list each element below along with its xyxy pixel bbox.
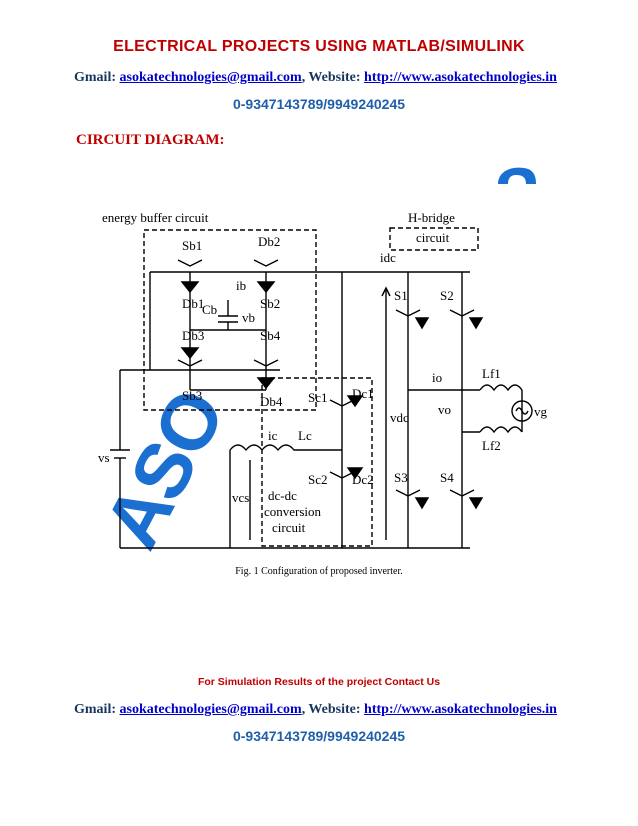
label-idc: idc <box>380 250 396 265</box>
footer-website-link[interactable]: http://www.asokatechnologies.in <box>364 702 557 717</box>
label-s3: S3 <box>394 470 408 485</box>
footer-gmail-label: Gmail: <box>74 702 120 717</box>
label-s2: S2 <box>440 288 454 303</box>
label-lc: Lc <box>298 428 312 443</box>
header-contact-line: Gmail: asokatechnologies@gmail.com, Webs… <box>74 70 557 86</box>
label-dcdc-1: dc-dc <box>268 488 297 503</box>
page-title: ELECTRICAL PROJECTS USING MATLAB/SIMULIN… <box>113 38 525 55</box>
label-energy-buffer: energy buffer circuit <box>102 210 209 225</box>
label-ic: ic <box>268 428 278 443</box>
label-sc1: Sc1 <box>308 390 328 405</box>
section-heading: CIRCUIT DIAGRAM: <box>76 132 225 148</box>
label-hbridge-2: circuit <box>416 230 450 245</box>
label-sb2: Sb2 <box>260 296 280 311</box>
gmail-label: Gmail: <box>74 70 120 85</box>
label-dc2: Dc2 <box>352 472 374 487</box>
footer-website-label: , Website: <box>301 702 365 717</box>
label-db1: Db1 <box>182 296 204 311</box>
label-dcdc-2: conversion <box>264 504 322 519</box>
circuit-diagram: energy buffer circuit H-bridge circuit S… <box>98 210 548 549</box>
figure-caption: Fig. 1 Configuration of proposed inverte… <box>235 566 403 577</box>
footer-email-link[interactable]: asokatechnologies@gmail.com <box>119 702 302 717</box>
label-sc2: Sc2 <box>308 472 328 487</box>
label-dcdc-3: circuit <box>272 520 306 535</box>
label-db4: Db4 <box>260 394 283 409</box>
footer-phone: 0-9347143789/9949240245 <box>232 728 406 744</box>
label-vb: vb <box>242 310 255 325</box>
energy-buffer-box <box>143 229 317 411</box>
website-label: , Website: <box>301 70 365 85</box>
hbridge-label-box <box>389 227 479 251</box>
footer-contact-line: Gmail: asokatechnologies@gmail.com, Webs… <box>74 702 557 718</box>
label-sb3: Sb3 <box>182 388 202 403</box>
label-s4: S4 <box>440 470 454 485</box>
label-vdc: vdc <box>390 410 409 425</box>
label-sb1: Sb1 <box>182 238 202 253</box>
logo-fragment <box>490 162 538 184</box>
label-io: io <box>432 370 442 385</box>
label-hbridge-1: H-bridge <box>408 210 455 225</box>
email-link[interactable]: asokatechnologies@gmail.com <box>119 70 302 85</box>
label-lf2: Lf2 <box>482 438 501 453</box>
label-db2: Db2 <box>258 234 280 249</box>
label-dc1: Dc1 <box>352 386 374 401</box>
label-vcs: vcs <box>232 490 249 505</box>
simulation-note: For Simulation Results of the project Co… <box>197 676 441 688</box>
label-db3: Db3 <box>182 328 204 343</box>
label-vo: vo <box>438 402 451 417</box>
label-ib: ib <box>236 278 246 293</box>
label-lf1: Lf1 <box>482 366 501 381</box>
label-s1: S1 <box>394 288 408 303</box>
header-phone: 0-9347143789/9949240245 <box>232 96 406 112</box>
label-vg: vg <box>534 404 548 419</box>
label-cb: Cb <box>202 302 217 317</box>
label-sb4: Sb4 <box>260 328 281 343</box>
label-vs: vs <box>98 450 110 465</box>
website-link[interactable]: http://www.asokatechnologies.in <box>364 70 557 85</box>
dcdc-box <box>261 377 373 547</box>
